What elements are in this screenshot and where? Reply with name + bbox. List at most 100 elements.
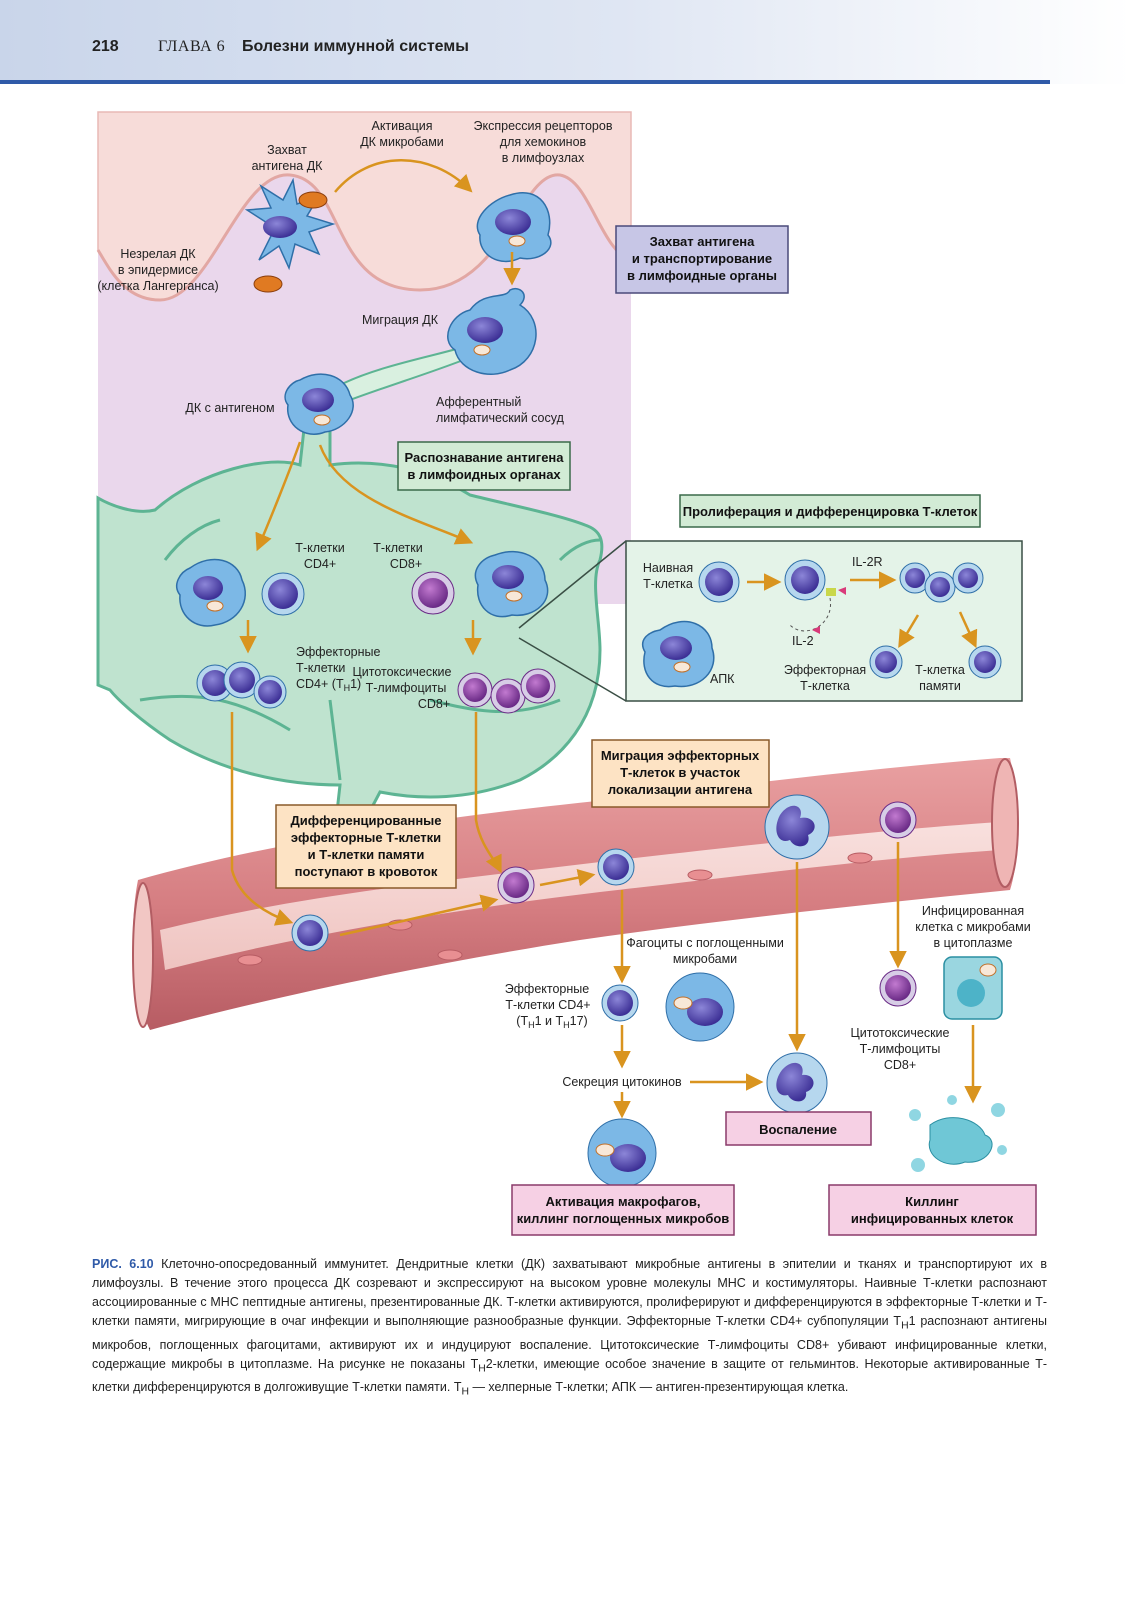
caption-text-2: 1 распознают антигены микробов, поглощен… [92, 1314, 1047, 1371]
svg-text:Т-клеток в участок: Т-клеток в участок [620, 765, 740, 780]
caption-text-4: — хелперные Т-клетки; АПК — антиген-през… [468, 1380, 849, 1394]
svg-text:Эффекторные: Эффекторные [505, 982, 589, 996]
svg-text:инфицированных клеток: инфицированных клеток [851, 1211, 1014, 1226]
dendritic-cell-migrating [447, 288, 537, 375]
blood-neutrophil [764, 794, 830, 860]
effector-cd4-cluster [196, 661, 287, 709]
svg-text:антигена ДК: антигена ДК [252, 159, 324, 173]
effector-th-cell [601, 984, 639, 1022]
svg-text:Воспаление: Воспаление [759, 1122, 837, 1137]
svg-text:эффекторные Т-клетки: эффекторные Т-клетки [291, 830, 441, 845]
svg-text:Т-клетка: Т-клетка [643, 577, 693, 591]
label-effector-cd4: Эффекторные Т-клетки CD4+ (TH1) [296, 645, 380, 693]
label-activation: Активация ДК микробами [360, 119, 444, 149]
svg-text:поступают в кровоток: поступают в кровоток [295, 864, 438, 879]
svg-text:Т-лимфоциты: Т-лимфоциты [366, 681, 447, 695]
antigen-orange-2 [253, 275, 283, 293]
svg-text:CD8+: CD8+ [884, 1058, 916, 1072]
panel-apc [641, 620, 715, 688]
svg-text:в лимфоидных органах: в лимфоидных органах [407, 467, 561, 482]
box-migration-effector: Миграция эффекторных Т-клеток в участок … [591, 739, 770, 808]
label-capture: Захват антигена ДК [252, 143, 324, 173]
svg-text:(клетка Лангерганса): (клетка Лангерганса) [97, 279, 218, 293]
svg-text:Цитотоксические: Цитотоксические [353, 665, 452, 679]
caption-sub-2: H [478, 1363, 486, 1374]
dendritic-cell-activated [476, 192, 552, 263]
label-immature: Незрелая ДК в эпидермисе (клетка Лангерг… [97, 247, 218, 293]
svg-text:Инфицированная: Инфицированная [922, 904, 1024, 918]
activated-macrophage [587, 1118, 657, 1188]
immunity-diagram: Захват антигена и транспортирование в ли… [96, 111, 1037, 1236]
svg-text:и Т-клетки памяти: и Т-клетки памяти [308, 847, 425, 862]
svg-text:Т-клетка: Т-клетка [915, 663, 965, 677]
header-rule [0, 80, 1050, 84]
apc-cd4 [176, 558, 247, 627]
svg-text:Захват: Захват [267, 143, 307, 157]
box-recognition: Распознавание антигена в лимфоидных орга… [397, 441, 571, 491]
label-afferent: Афферентный лимфатический сосуд [436, 395, 565, 425]
phagocyte [665, 972, 735, 1042]
antigen-orange-1 [298, 191, 328, 209]
label-naive: Наивная Т-клетка [643, 561, 693, 591]
label-il2r: IL-2R [852, 555, 883, 569]
svg-text:Т-клетки: Т-клетки [296, 661, 345, 675]
svg-text:Экспрессия рецепторов: Экспрессия рецепторов [474, 119, 613, 133]
svg-text:Т-клетки: Т-клетки [295, 541, 344, 555]
chapter-title: Болезни иммунной системы [242, 38, 469, 55]
svg-text:локализации антигена: локализации антигена [608, 782, 753, 797]
svg-text:Цитотоксические: Цитотоксические [851, 1026, 950, 1040]
header-band [0, 0, 1131, 84]
svg-text:Киллинг: Киллинг [905, 1194, 959, 1209]
label-ctl-blood: Цитотоксические Т-лимфоциты CD8+ [851, 1026, 950, 1072]
box-capture-transport: Захват антигена и транспортирование в ли… [615, 225, 789, 294]
svg-text:в лимфоидные органы: в лимфоидные органы [627, 268, 777, 283]
label-apc: АПК [710, 672, 735, 686]
blood-t-cell-2 [497, 866, 535, 904]
label-ctl-node: Цитотоксические Т-лимфоциты CD8+ [353, 665, 452, 711]
label-memory-cell: Т-клетка памяти [915, 663, 965, 693]
label-effector-cell: Эффекторная Т-клетка [784, 663, 866, 693]
svg-text:Миграция эффекторных: Миграция эффекторных [601, 748, 760, 763]
panel-activated-t-cell [784, 559, 846, 634]
label-cd8: Т-клетки CD8+ [373, 541, 422, 571]
svg-text:ДК микробами: ДК микробами [360, 135, 444, 149]
panel-naive-t-cell [698, 561, 740, 603]
apc-cd8 [474, 550, 549, 618]
svg-text:в лимфоузлах: в лимфоузлах [502, 151, 585, 165]
svg-text:Захват антигена: Захват антигена [650, 234, 756, 249]
blood-t-cell-1 [291, 914, 329, 952]
svg-text:для хемокинов: для хемокинов [500, 135, 587, 149]
svg-text:CD4+ (TH1): CD4+ (TH1) [296, 677, 361, 693]
svg-text:в цитоплазме: в цитоплазме [934, 936, 1013, 950]
box-inflammation: Воспаление [725, 1111, 872, 1146]
ctl-cluster-node [457, 668, 556, 714]
svg-text:памяти: памяти [919, 679, 961, 693]
dendritic-cell-with-antigen [284, 373, 354, 435]
svg-text:Дифференцированные: Дифференцированные [290, 813, 441, 828]
svg-text:Пролиферация и дифференцировка: Пролиферация и дифференцировка Т-клеток [683, 504, 978, 519]
chapter-label: ГЛАВА 6 [158, 38, 226, 55]
label-dc-antigen: ДК с антигеном [185, 401, 274, 415]
svg-text:Эффекторные: Эффекторные [296, 645, 380, 659]
svg-text:киллинг поглощенных микробов: киллинг поглощенных микробов [517, 1211, 730, 1226]
label-cytokines: Секреция цитокинов [562, 1075, 682, 1089]
panel-memory-cell [968, 645, 1002, 679]
svg-text:клетка с микробами: клетка с микробами [915, 920, 1030, 934]
inflammation-neutrophil [766, 1052, 828, 1114]
label-chemokine: Экспрессия рецепторов для хемокинов в ли… [474, 119, 613, 165]
svg-text:Эффекторная: Эффекторная [784, 663, 866, 677]
dying-cell [909, 1095, 1007, 1172]
svg-text:Афферентный: Афферентный [436, 395, 521, 409]
svg-text:Т-лимфоциты: Т-лимфоциты [860, 1042, 941, 1056]
svg-text:микробами: микробами [673, 952, 737, 966]
svg-text:CD4+: CD4+ [304, 557, 336, 571]
svg-text:Наивная: Наивная [643, 561, 693, 575]
t-cell-cd4 [261, 572, 305, 616]
svg-text:Активация макрофагов,: Активация макрофагов, [546, 1194, 701, 1209]
svg-text:Т-клетки CD4+: Т-клетки CD4+ [505, 998, 590, 1012]
svg-text:Распознавание антигена: Распознавание антигена [404, 450, 564, 465]
label-cd4: Т-клетки CD4+ [295, 541, 344, 571]
flow-arrows [230, 159, 982, 1119]
label-infected: Инфицированная клетка с микробами в цито… [915, 904, 1030, 950]
box-macrophage: Активация макрофагов, киллинг поглощенны… [511, 1184, 735, 1236]
